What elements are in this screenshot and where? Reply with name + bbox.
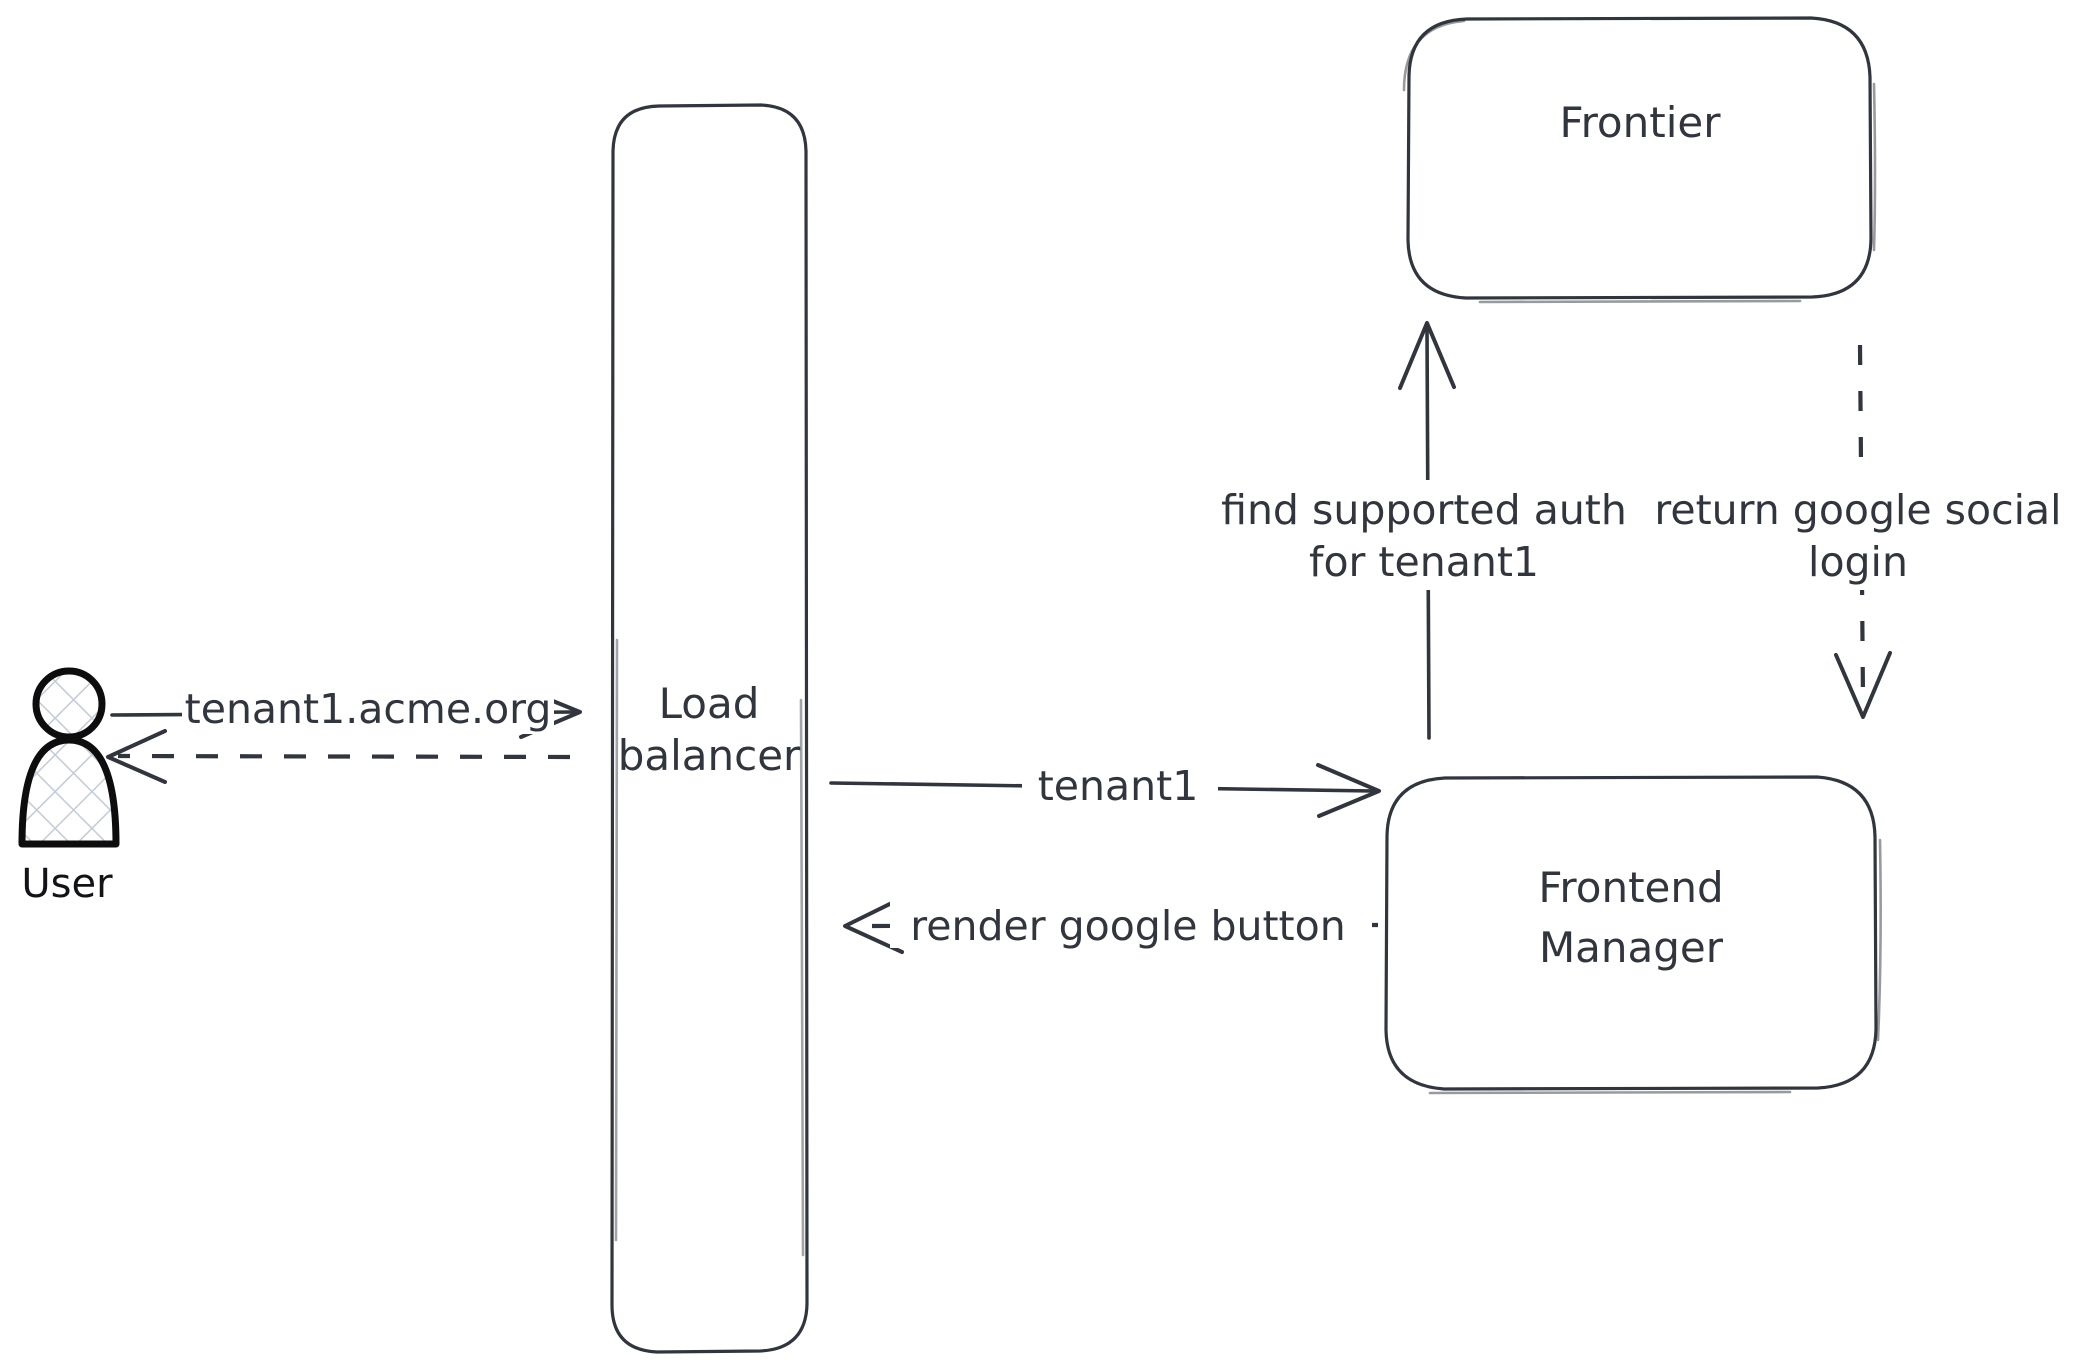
edge-label-backdrop-2 [1022, 758, 1218, 810]
edge-label-render-google-button: render google button [910, 902, 1345, 950]
edge-label-backdrop-3 [890, 892, 1372, 948]
edge-load-balancer-to-user[interactable] [106, 729, 571, 784]
edge-frontier-to-frontend-manager[interactable]: return google social login [1648, 344, 2068, 719]
edge-label-return-login-line1: return google social [1654, 486, 2061, 534]
edge-label-backdrop-5 [1648, 480, 2068, 590]
edge-frontend-manager-to-load-balancer[interactable]: render google button [843, 892, 1379, 954]
edge-label-tenant1: tenant1 [1038, 762, 1199, 810]
edge-frontend-manager-to-frontier[interactable]: find supported auth for tenant1 [1218, 321, 1630, 740]
edge-load-balancer-to-frontend-manager[interactable]: tenant1 [829, 758, 1381, 818]
edge-label-backdrop-4 [1218, 480, 1630, 590]
edge-label-return-login-line2: login [1808, 538, 1908, 586]
load-balancer-label-line1: Load [659, 679, 760, 728]
edge-label-tenant-domain: tenant1.acme.org [185, 685, 552, 733]
load-balancer-label-line2: balancer [618, 731, 801, 780]
user-actor-icon[interactable]: User [18, 667, 120, 907]
frontier-label: Frontier [1559, 98, 1721, 147]
edge-label-find-auth-line1: find supported auth [1221, 486, 1627, 534]
edge-label-backdrop-1 [182, 682, 554, 734]
node-frontier[interactable]: Frontier [1402, 16, 1877, 304]
node-load-balancer[interactable]: Load balancer [610, 103, 809, 1354]
user-actor-label: User [21, 861, 113, 907]
edge-label-find-auth-line2: for tenant1 [1309, 538, 1539, 586]
frontend-manager-label-line2: Manager [1539, 923, 1724, 972]
edge-user-to-load-balancer[interactable]: tenant1.acme.org [110, 682, 582, 739]
node-frontend-manager[interactable]: Frontend Manager [1384, 775, 1882, 1095]
frontend-manager-label-line1: Frontend [1538, 863, 1723, 912]
